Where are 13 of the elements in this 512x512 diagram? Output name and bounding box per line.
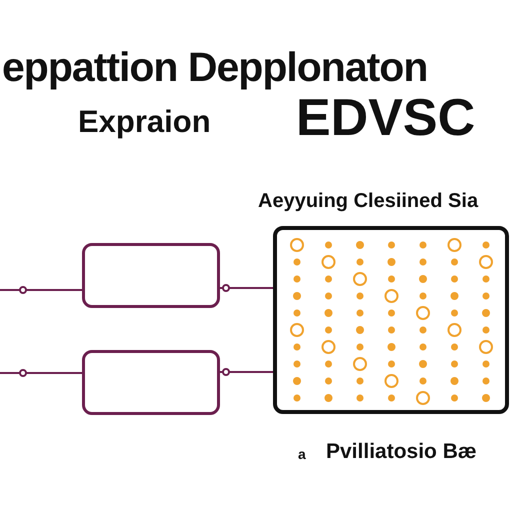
caption-mark: a xyxy=(298,446,306,462)
panel-heading: Aeyyuing Clesiined Sia xyxy=(258,190,478,213)
circuit-loop xyxy=(82,243,220,308)
title: eppattion Depplonaton xyxy=(2,44,428,91)
wire xyxy=(0,369,82,377)
dot-grid-panel xyxy=(273,226,509,414)
circuit-loop xyxy=(82,350,220,415)
subtitle-word: EDVSC xyxy=(296,89,476,148)
caption: Pvilliatosio Bæ xyxy=(326,440,477,464)
wire xyxy=(220,368,273,376)
wire xyxy=(0,286,82,294)
subtitle-word: Expraion xyxy=(78,104,211,140)
wire xyxy=(220,284,273,292)
